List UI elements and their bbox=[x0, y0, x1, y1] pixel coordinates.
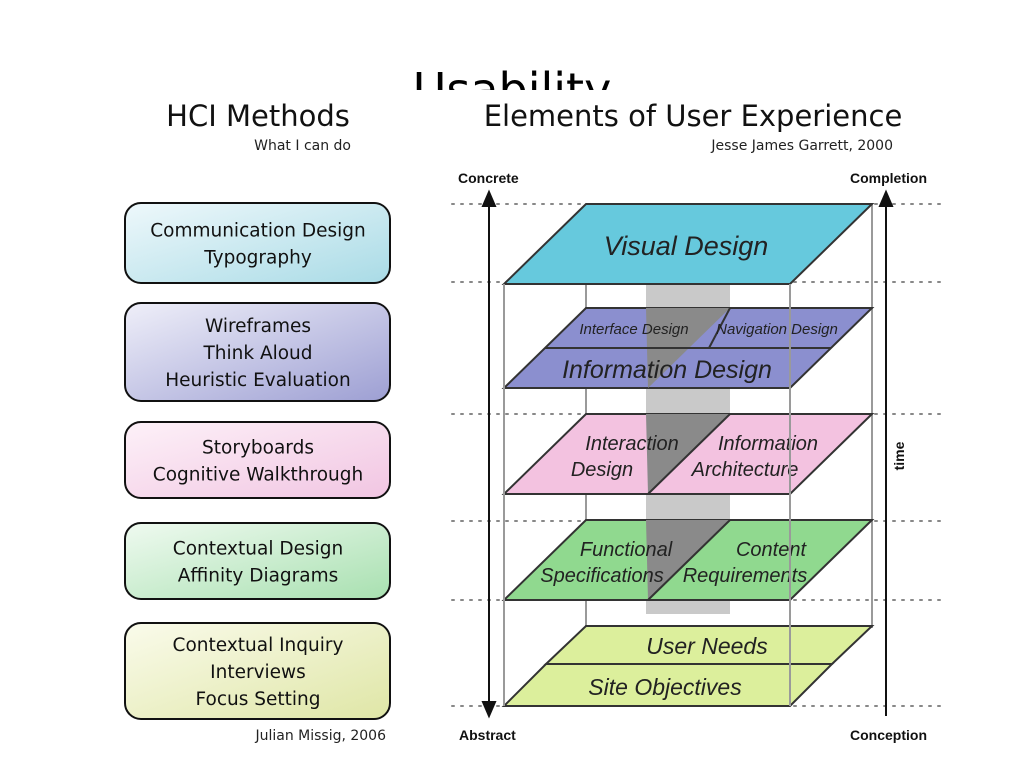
method-box-line: Cognitive Walkthrough bbox=[153, 465, 363, 486]
method-box-background bbox=[124, 522, 391, 600]
concrete-abstract-arrow bbox=[481, 189, 497, 719]
stack-front-edges bbox=[503, 284, 791, 706]
method-box-line: Wireframes bbox=[205, 316, 311, 337]
method-box-background bbox=[124, 302, 391, 402]
functional-specs-label-1: Functional bbox=[580, 539, 673, 561]
method-box-line: Typography bbox=[203, 248, 312, 269]
method-box-background bbox=[124, 622, 391, 720]
axis-time: time bbox=[891, 441, 907, 470]
axis-abstract: Abstract bbox=[459, 727, 516, 743]
navigation-design-label: Navigation Design bbox=[716, 321, 838, 338]
visual-design-label: Visual Design bbox=[604, 231, 769, 261]
interaction-design-label-2: Design bbox=[571, 459, 633, 481]
method-boxes: Communication DesignTypographyWireframes… bbox=[124, 202, 391, 720]
method-box-line: Storyboards bbox=[202, 438, 314, 459]
axis-conception: Conception bbox=[850, 727, 927, 743]
layer-scope: Functional Specifications Content Requir… bbox=[501, 519, 875, 601]
axis-completion: Completion bbox=[850, 170, 927, 186]
method-box-line: Think Aloud bbox=[202, 343, 312, 364]
hci-methods-title: HCI Methods bbox=[166, 99, 350, 133]
method-box-line: Communication Design bbox=[150, 221, 366, 242]
layer-strategy: User Needs Site Objectives bbox=[501, 625, 875, 707]
site-objectives-label: Site Objectives bbox=[588, 674, 742, 700]
method-box-line: Focus Setting bbox=[196, 689, 321, 710]
elements-ux-subtitle: Jesse James Garrett, 2000 bbox=[710, 138, 893, 154]
content-req-label-1: Content bbox=[736, 539, 807, 561]
method-box-line: Interviews bbox=[210, 662, 306, 683]
elements-ux-title: Elements of User Experience bbox=[484, 99, 903, 133]
interface-design-label: Interface Design bbox=[579, 321, 688, 338]
layer-surface: Visual Design bbox=[501, 203, 875, 285]
user-needs-label: User Needs bbox=[646, 633, 768, 659]
method-box-background bbox=[124, 421, 391, 499]
axis-concrete: Concrete bbox=[458, 170, 519, 186]
layer-skeleton: Interface Design Navigation Design Infor… bbox=[501, 307, 875, 389]
method-box-line: Affinity Diagrams bbox=[178, 566, 339, 587]
information-design-label: Information Design bbox=[562, 356, 772, 384]
layer-structure: Interaction Design Information Architect… bbox=[501, 413, 875, 495]
functional-specs-label-2: Specifications bbox=[540, 565, 663, 587]
content-req-label-2: Requirements bbox=[683, 565, 808, 587]
info-architecture-label-1: Information bbox=[718, 433, 818, 455]
method-box-line: Contextual Inquiry bbox=[173, 635, 344, 656]
method-box-background bbox=[124, 202, 391, 284]
hci-methods-subtitle: What I can do bbox=[254, 138, 351, 154]
info-architecture-label-2: Architecture bbox=[691, 459, 799, 481]
interaction-design-label-1: Interaction bbox=[585, 433, 678, 455]
time-arrow bbox=[878, 189, 894, 716]
method-box-line: Contextual Design bbox=[173, 539, 343, 560]
method-box-line: Heuristic Evaluation bbox=[165, 370, 350, 391]
left-credit: Julian Missig, 2006 bbox=[254, 728, 386, 744]
slide-title-partial: Usability bbox=[413, 63, 612, 117]
